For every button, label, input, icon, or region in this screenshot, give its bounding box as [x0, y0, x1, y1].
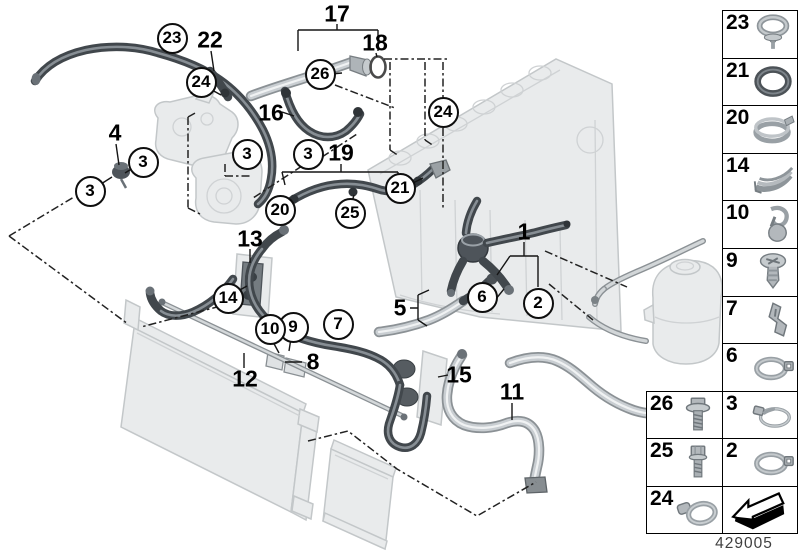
- legend-number: 25: [650, 439, 674, 463]
- spring-clip-icon: [750, 203, 796, 246]
- callout-8[interactable]: 8: [306, 348, 320, 375]
- hex-bolt-icon: [675, 441, 721, 484]
- legend-number: 9: [726, 249, 738, 272]
- callout-2[interactable]: 2: [522, 287, 554, 319]
- callout-4[interactable]: 4: [108, 119, 122, 146]
- callout-5[interactable]: 5: [393, 294, 407, 321]
- o-ring-18: [369, 55, 387, 79]
- callout-9[interactable]: 9: [277, 311, 309, 343]
- legend-cell-23[interactable]: 23: [722, 10, 798, 58]
- callout-17[interactable]: 17: [324, 0, 350, 27]
- callout-10[interactable]: 10: [254, 313, 286, 345]
- screw-icon: [750, 251, 796, 294]
- radiator-pipe-12: [158, 298, 408, 421]
- legend-cell-9[interactable]: 9: [722, 248, 798, 296]
- callout-1[interactable]: 1: [517, 218, 531, 245]
- callout-7[interactable]: 7: [322, 308, 354, 340]
- legend-number: 10: [726, 201, 750, 225]
- legend-cell-7[interactable]: 7: [722, 295, 798, 344]
- callout-13[interactable]: 13: [237, 225, 263, 252]
- legend-number: 20: [726, 106, 750, 130]
- callout-14[interactable]: 14: [212, 282, 244, 314]
- legend-cell-26[interactable]: 26: [646, 390, 722, 439]
- legend-cell-20[interactable]: 20: [722, 105, 798, 153]
- clamp-with-pin-icon: [750, 13, 796, 56]
- holder-bracket-icon: [750, 299, 796, 342]
- callout-20[interactable]: 20: [264, 194, 296, 226]
- engine-block: [367, 58, 622, 332]
- callout-6[interactable]: 6: [466, 281, 498, 313]
- legend-cell-21[interactable]: 21: [722, 57, 798, 106]
- callout-26[interactable]: 26: [304, 58, 336, 90]
- callout-23[interactable]: 23: [156, 22, 188, 54]
- callout-19[interactable]: 19: [328, 139, 354, 166]
- callout-24[interactable]: 24: [185, 66, 217, 98]
- thermostat-housing: [154, 88, 239, 169]
- legend-cell-2[interactable]: 2: [722, 438, 798, 486]
- callout-25[interactable]: 25: [334, 197, 366, 229]
- callout-15[interactable]: 15: [446, 361, 472, 388]
- legend-cell-6[interactable]: 6: [722, 343, 798, 391]
- band-clamp-icon: [750, 346, 796, 389]
- diagram-number: 429005: [715, 535, 773, 552]
- callout-24[interactable]: 24: [427, 96, 459, 128]
- direction-arrow-icon: [726, 489, 794, 532]
- legend-number: 7: [726, 296, 738, 320]
- callout-11[interactable]: 11: [499, 378, 525, 405]
- legend-number: 24: [650, 487, 674, 510]
- profile-clamp-icon: [750, 108, 796, 151]
- legend-cell-arrow[interactable]: [722, 486, 798, 534]
- hose-return: [504, 352, 662, 419]
- rubber-grommet-4: [112, 162, 130, 189]
- legend-cell-14[interactable]: 14: [722, 152, 798, 201]
- legend-cell-25[interactable]: 25: [646, 438, 722, 486]
- band-clamp-icon: [750, 441, 796, 484]
- callout-3[interactable]: 3: [231, 138, 263, 170]
- callout-3[interactable]: 3: [127, 146, 159, 178]
- callout-3[interactable]: 3: [74, 175, 106, 207]
- worm-gear-clamp-icon: [750, 394, 796, 437]
- coolant-hoses: [30, 42, 662, 494]
- callout-16[interactable]: 16: [258, 99, 284, 126]
- main-radiator: [120, 298, 320, 522]
- hose-clamp-icon: [675, 489, 721, 532]
- legend-cell-10[interactable]: 10: [722, 200, 798, 248]
- legend-number: 6: [726, 344, 738, 368]
- auxiliary-radiator: [322, 438, 397, 551]
- heat-shield-icon: [750, 156, 796, 199]
- hose-1-assembly: [446, 196, 571, 297]
- expansion-tank: [643, 258, 723, 365]
- callout-3[interactable]: 3: [292, 138, 324, 170]
- legend-number: 2: [726, 439, 738, 463]
- callout-21[interactable]: 21: [384, 172, 416, 204]
- legend-number: 23: [726, 11, 750, 34]
- legend-cell-3[interactable]: 3: [722, 390, 798, 439]
- dash-leader-lines: [8, 58, 628, 517]
- flange-bolt-icon: [675, 394, 721, 437]
- callout-22[interactable]: 22: [197, 26, 223, 53]
- callout-18[interactable]: 18: [362, 29, 388, 56]
- o-ring-icon: [750, 61, 796, 104]
- legend-number: 3: [726, 391, 738, 415]
- legend-cell-24[interactable]: 24: [646, 486, 722, 534]
- callout-12[interactable]: 12: [232, 365, 258, 392]
- legend-number: 14: [726, 153, 750, 177]
- legend-number: 26: [650, 391, 674, 415]
- legend-number: 21: [726, 58, 750, 82]
- coolant-pump: [191, 150, 263, 225]
